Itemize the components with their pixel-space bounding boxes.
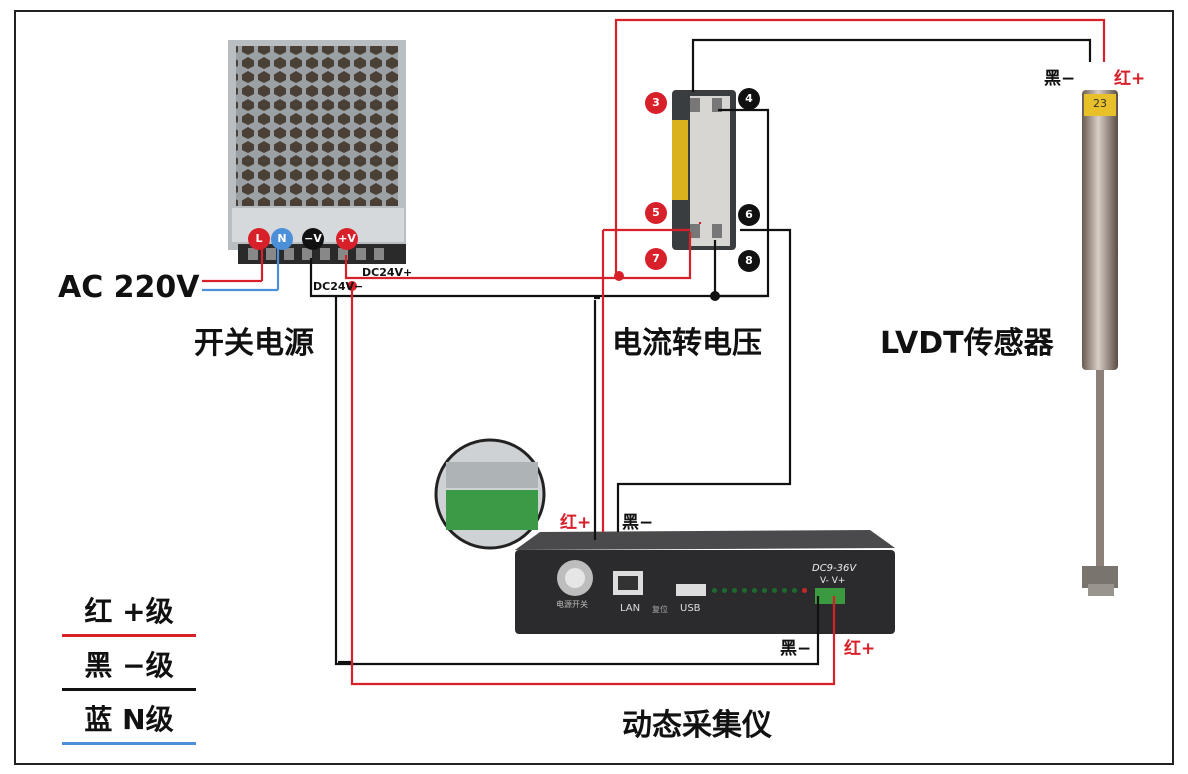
red-junction-dot — [614, 271, 624, 281]
status-lamp — [732, 588, 737, 593]
daq-power-rating: DC9-36V — [812, 563, 857, 574]
legend-red: 红 +级 — [62, 590, 196, 637]
psu-terminal-plus-v: +V — [336, 228, 358, 250]
sensor-tag-label: 23 — [1093, 97, 1107, 110]
status-lamp — [772, 588, 777, 593]
switching-power-supply — [228, 40, 406, 264]
daq-red-in-label: 红+ — [560, 513, 592, 533]
legend-black: 黑 −级 — [62, 644, 196, 691]
converter-terminal-8: 8 — [738, 250, 760, 272]
status-lamp — [762, 588, 767, 593]
connector-zoom-bubble — [434, 438, 546, 550]
daq-power-switch-label: 电源开关 — [556, 600, 588, 609]
converter-terminal-4: 4 — [738, 88, 760, 110]
lvdt-sensor — [1082, 90, 1118, 596]
legend-blue: 蓝 N级 — [62, 698, 196, 745]
black-wires — [309, 38, 1092, 666]
sensor-name-label: LVDT传感器 — [880, 326, 1054, 361]
status-lamp — [782, 588, 787, 593]
sensor-black-label: 黑− — [1044, 69, 1076, 89]
dc24v-plus-label: DC24V+ — [362, 266, 413, 279]
converter-terminal-3: 3 — [645, 92, 667, 114]
daq-power-pins: V- V+ — [820, 576, 846, 586]
converter-name-label: 电流转电压 — [612, 326, 762, 361]
daq-lan-label: LAN — [620, 603, 641, 614]
dc24v-minus-label: DC24V− — [313, 280, 364, 293]
daq-black-out-label: 黑− — [780, 639, 812, 659]
daq-usb-label: USB — [680, 603, 701, 614]
daq-black-in-label: 黑− — [622, 513, 654, 533]
red-wires — [202, 18, 1106, 686]
status-lamp-red — [802, 588, 807, 593]
converter-terminal-5: 5 — [645, 202, 667, 224]
status-lamp — [742, 588, 747, 593]
current-voltage-converter — [672, 90, 736, 250]
sensor-red-label: 红+ — [1114, 69, 1146, 89]
red-junction-dot-psu — [347, 281, 357, 291]
daq-reset-label: 复位 — [652, 605, 668, 614]
psu-terminal-n: N — [271, 228, 293, 250]
blue-wire — [202, 246, 280, 292]
daq-red-out-label: 红+ — [844, 639, 876, 659]
psu-terminal-l: L — [248, 228, 270, 250]
converter-terminal-6: 6 — [738, 204, 760, 226]
daq-name-label: 动态采集仪 — [622, 708, 772, 743]
daq-device — [515, 530, 895, 634]
psu-terminal-minus-v: −V — [302, 228, 324, 250]
psu-name-label: 开关电源 — [194, 326, 314, 361]
status-lamp — [722, 588, 727, 593]
ac-label: AC 220V — [58, 270, 200, 305]
status-lamp — [792, 588, 797, 593]
converter-terminal-7: 7 — [645, 248, 667, 270]
status-lamp — [712, 588, 717, 593]
black-junction-dot — [710, 291, 720, 301]
status-lamp — [752, 588, 757, 593]
diagram-frame — [14, 10, 1174, 765]
